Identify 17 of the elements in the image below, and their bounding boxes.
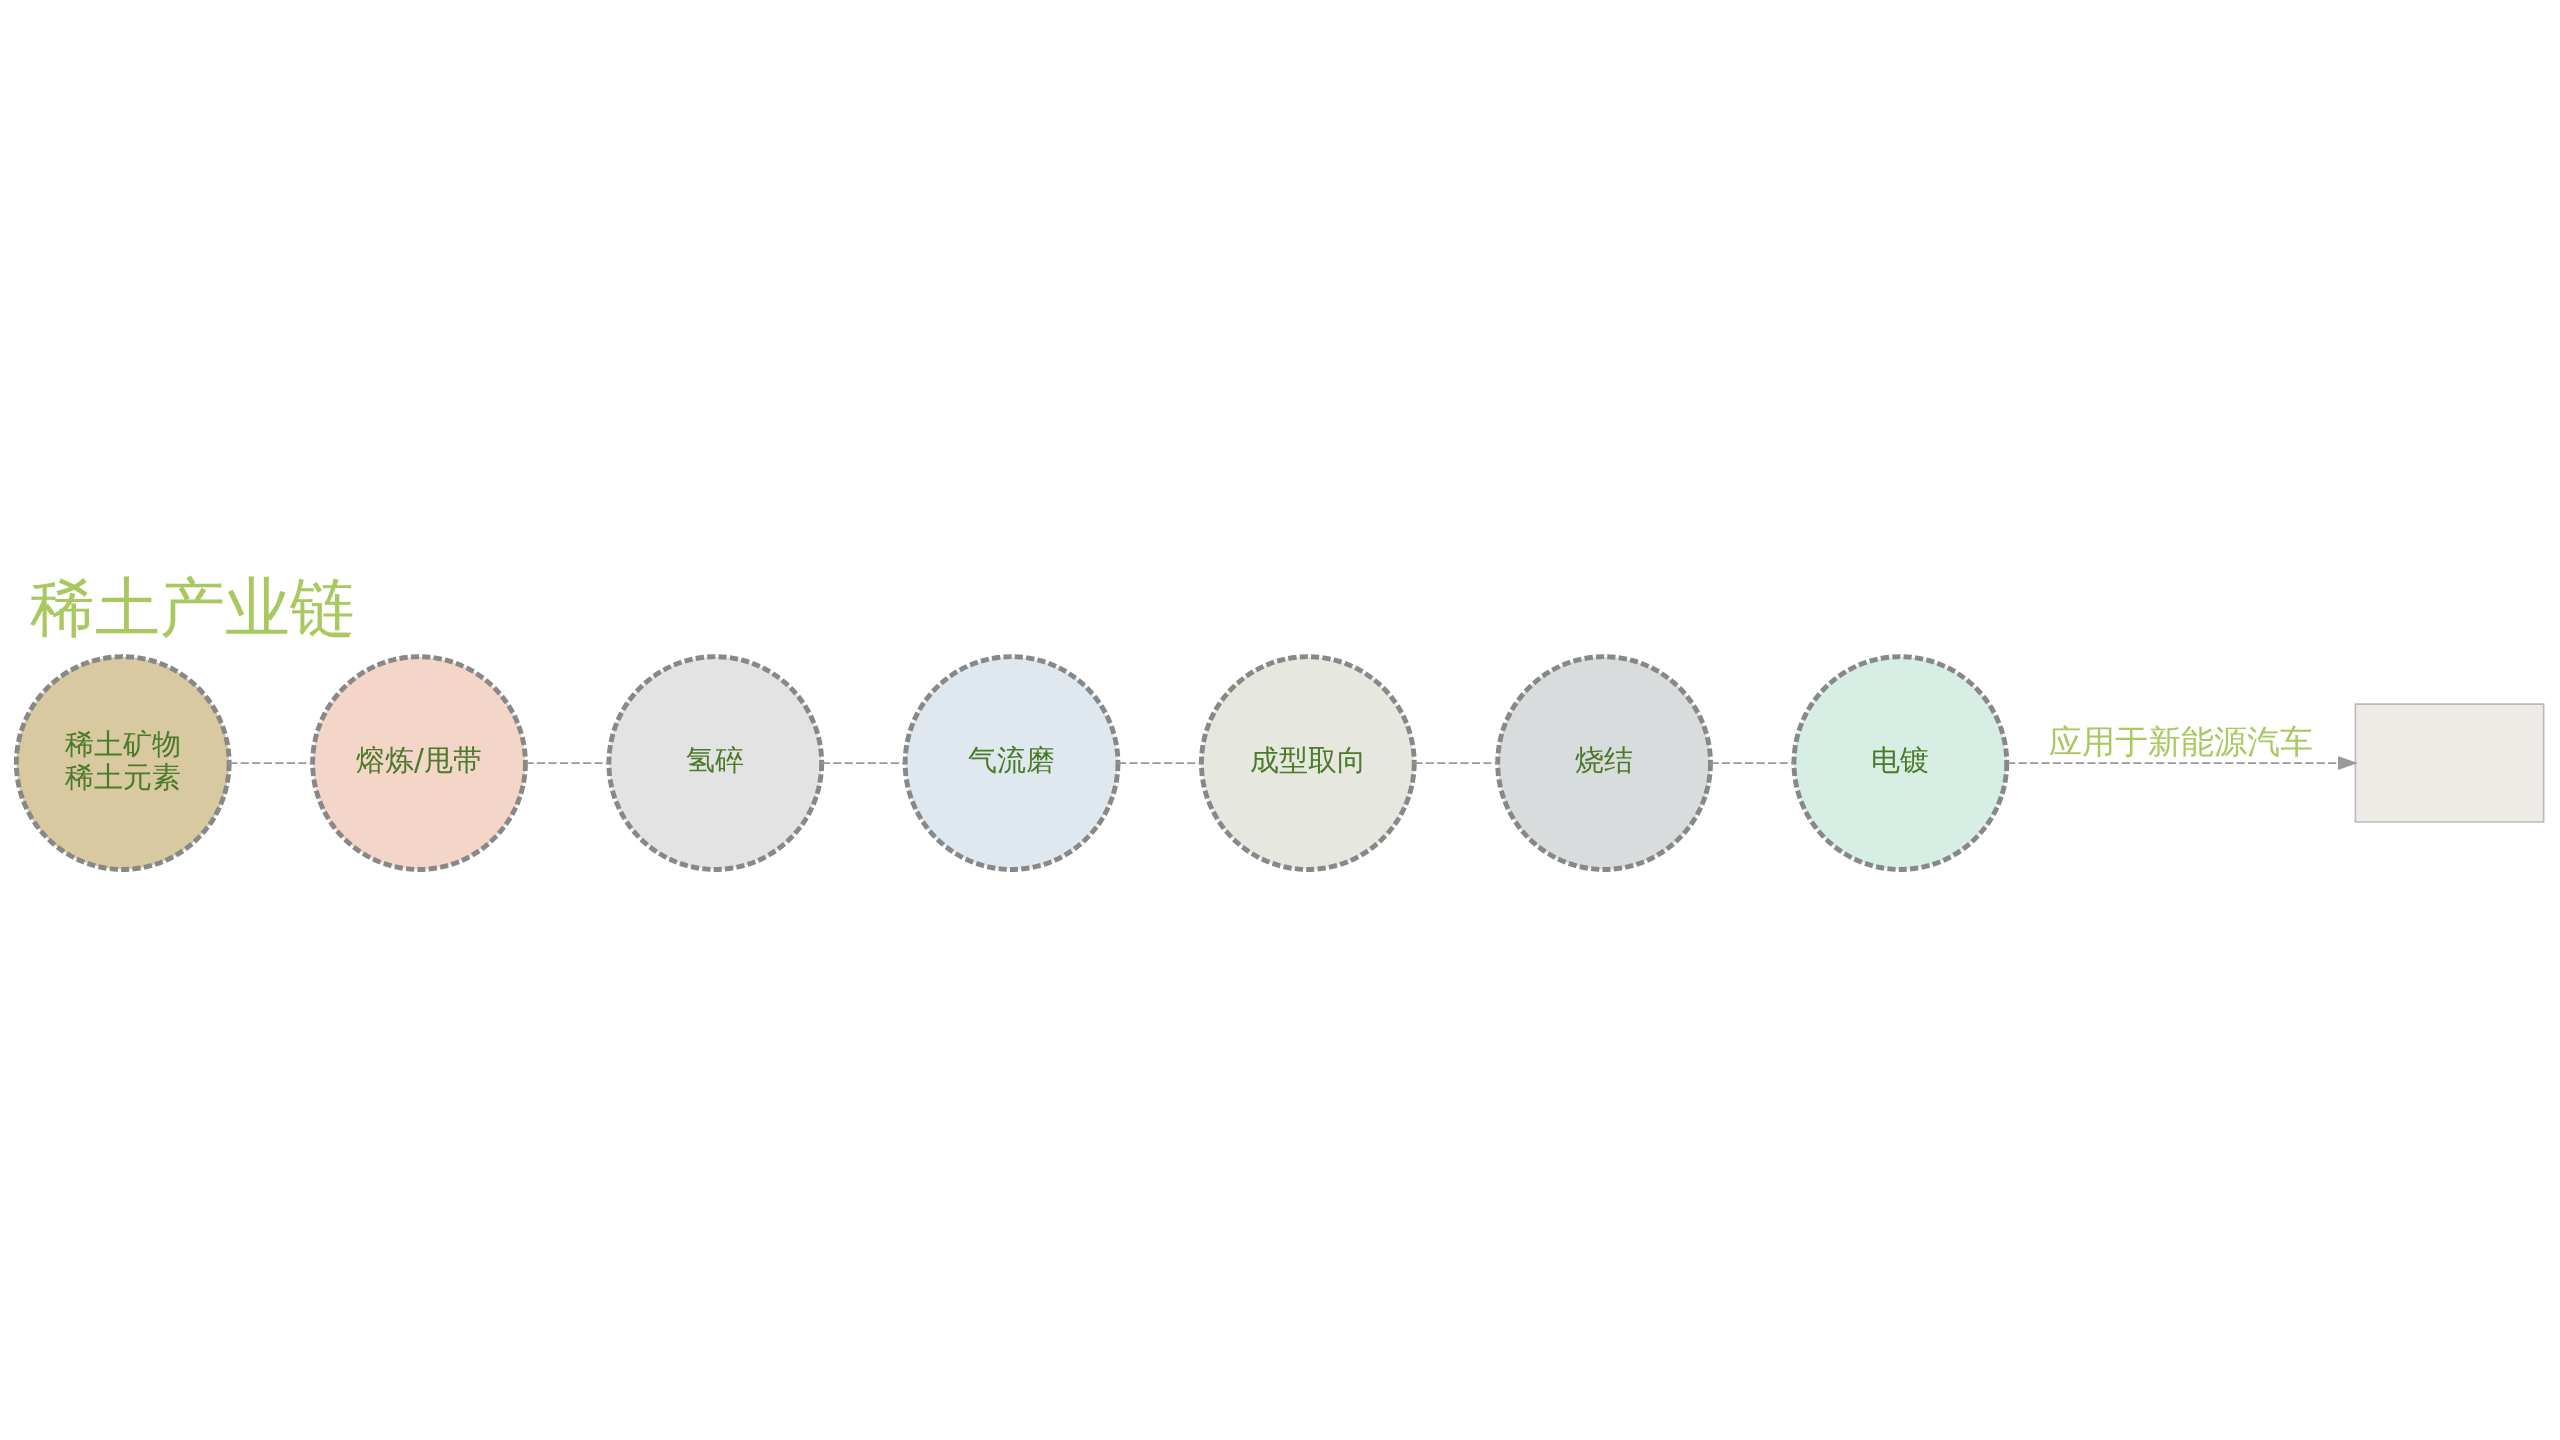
connector bbox=[228, 761, 313, 764]
connector bbox=[1413, 761, 1499, 764]
node-circle: 电镀 bbox=[1791, 653, 2010, 872]
node-circle: 氢碎 bbox=[606, 653, 825, 872]
connector bbox=[1117, 761, 1202, 764]
connector bbox=[524, 761, 610, 764]
node-circle: 成型取向 bbox=[1198, 653, 1417, 872]
edge-label: 应用于新能源汽车 bbox=[2049, 722, 2314, 761]
node-box bbox=[2354, 702, 2545, 823]
connector bbox=[821, 761, 906, 764]
arrow bbox=[2006, 755, 2358, 770]
diagram-title: 稀土产业链 bbox=[29, 568, 355, 645]
node-circle: 稀土矿物 稀土元素 bbox=[13, 653, 232, 872]
node-circle: 熔炼/甩带 bbox=[310, 653, 528, 872]
node-circle: 烧结 bbox=[1495, 653, 1713, 872]
connector bbox=[1709, 761, 1795, 764]
node-circle: 气流磨 bbox=[902, 653, 1121, 872]
